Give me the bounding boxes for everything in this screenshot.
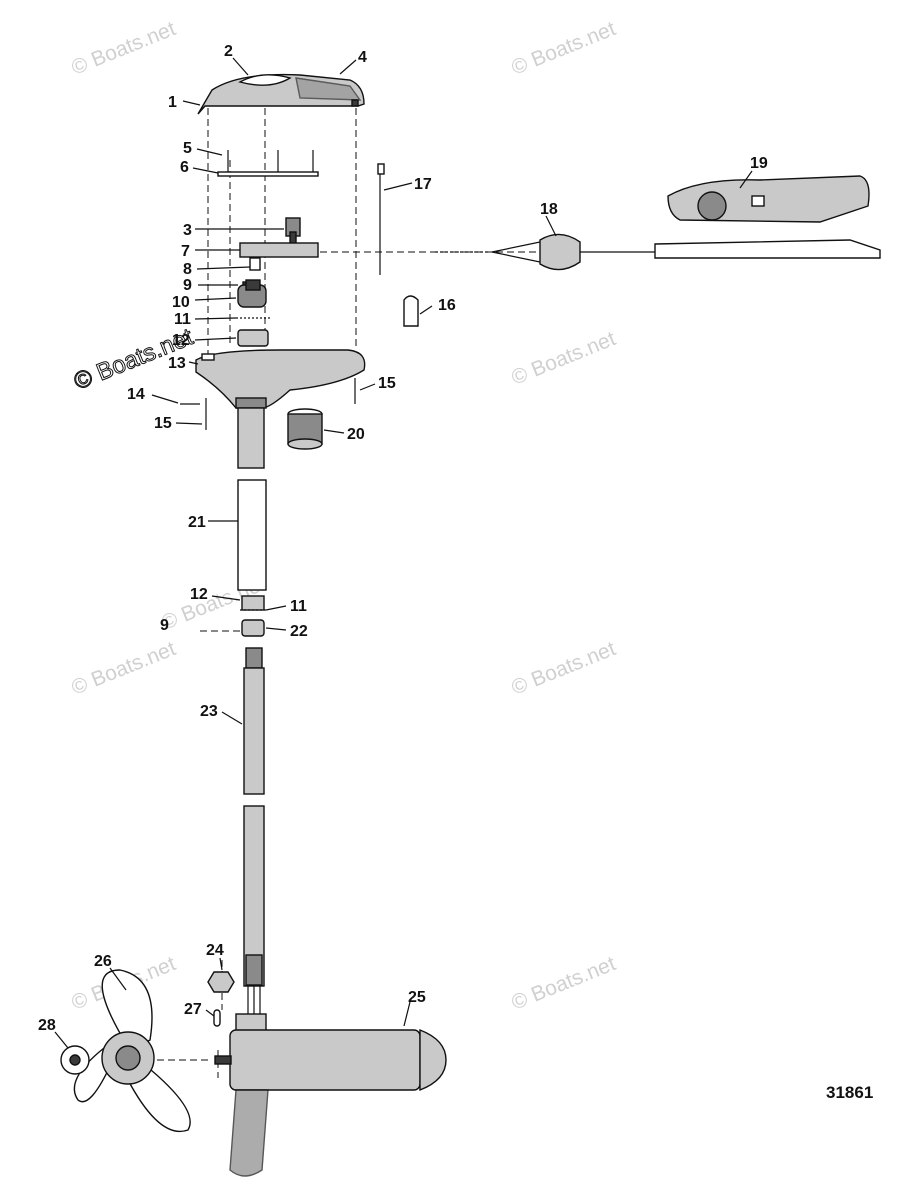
pin-and-screws-part [180,378,356,430]
callout-label: 1 [168,94,177,111]
watermark: © Boats.net [68,637,179,700]
callout-label: 4 [358,49,367,66]
callout-label: 5 [183,140,192,157]
foot-pedal-assembly-part [377,163,881,327]
callout-label: 9 [183,277,192,294]
lower-motor-unit-part [214,1013,447,1177]
callout-label: 13 [168,355,186,372]
top-cover-part [197,73,365,115]
callout-label: 12 [190,586,208,603]
callout-label: 20 [347,426,365,443]
lower-shaft-part [243,647,265,1015]
callout-label: 14 [127,386,145,403]
callout-label: 17 [414,176,432,193]
watermark: © Boats.net [508,327,619,390]
callout-label: 22 [290,623,308,640]
watermark-layer: © Boats.net © Boats.net © Boats.net © Bo… [68,17,619,1015]
callout-label: 11 [174,311,191,328]
screws-part [217,150,319,177]
control-head-housing-part [195,349,366,409]
callout-label: 27 [184,1001,202,1018]
callout-label: 11 [290,598,307,615]
collar-part [287,408,323,450]
propeller-part [73,969,191,1132]
callout-label: 19 [750,155,768,172]
callout-label: 7 [181,243,190,260]
figure-number: 31861 [826,1083,873,1102]
callout-label: 15 [154,415,172,432]
callout-label: 25 [408,989,426,1006]
watermark: © Boats.net [508,952,619,1015]
shaft-tube-part [237,407,267,637]
callout-label: 26 [94,953,112,970]
watermark: © Boats.net [68,17,179,80]
callout-labels: 1 2 3 4 5 6 7 8 9 10 11 12 13 14 15 15 1… [38,43,768,1034]
callout-label: 3 [183,222,192,239]
callout-label: 28 [38,1017,56,1034]
callout-label: 18 [540,201,558,218]
callout-label: 21 [188,514,206,531]
nut-and-pin-part [207,971,235,1027]
callout-label: 15 [378,375,396,392]
callout-label: 8 [183,261,192,278]
callout-label: 23 [200,703,218,720]
control-stack-part [236,217,319,347]
callout-label: 6 [180,159,189,176]
watermark: © Boats.net [508,637,619,700]
callout-label: 16 [438,297,456,314]
propeller-nut-part [60,1045,90,1075]
callout-label: 12 [172,332,190,349]
leader-lines [54,57,753,1049]
callout-label: 9 [160,617,169,634]
callout-label: 10 [172,294,190,311]
callout-label: 24 [206,942,224,959]
callout-label: 2 [224,43,233,60]
watermark: © Boats.net [508,17,619,80]
